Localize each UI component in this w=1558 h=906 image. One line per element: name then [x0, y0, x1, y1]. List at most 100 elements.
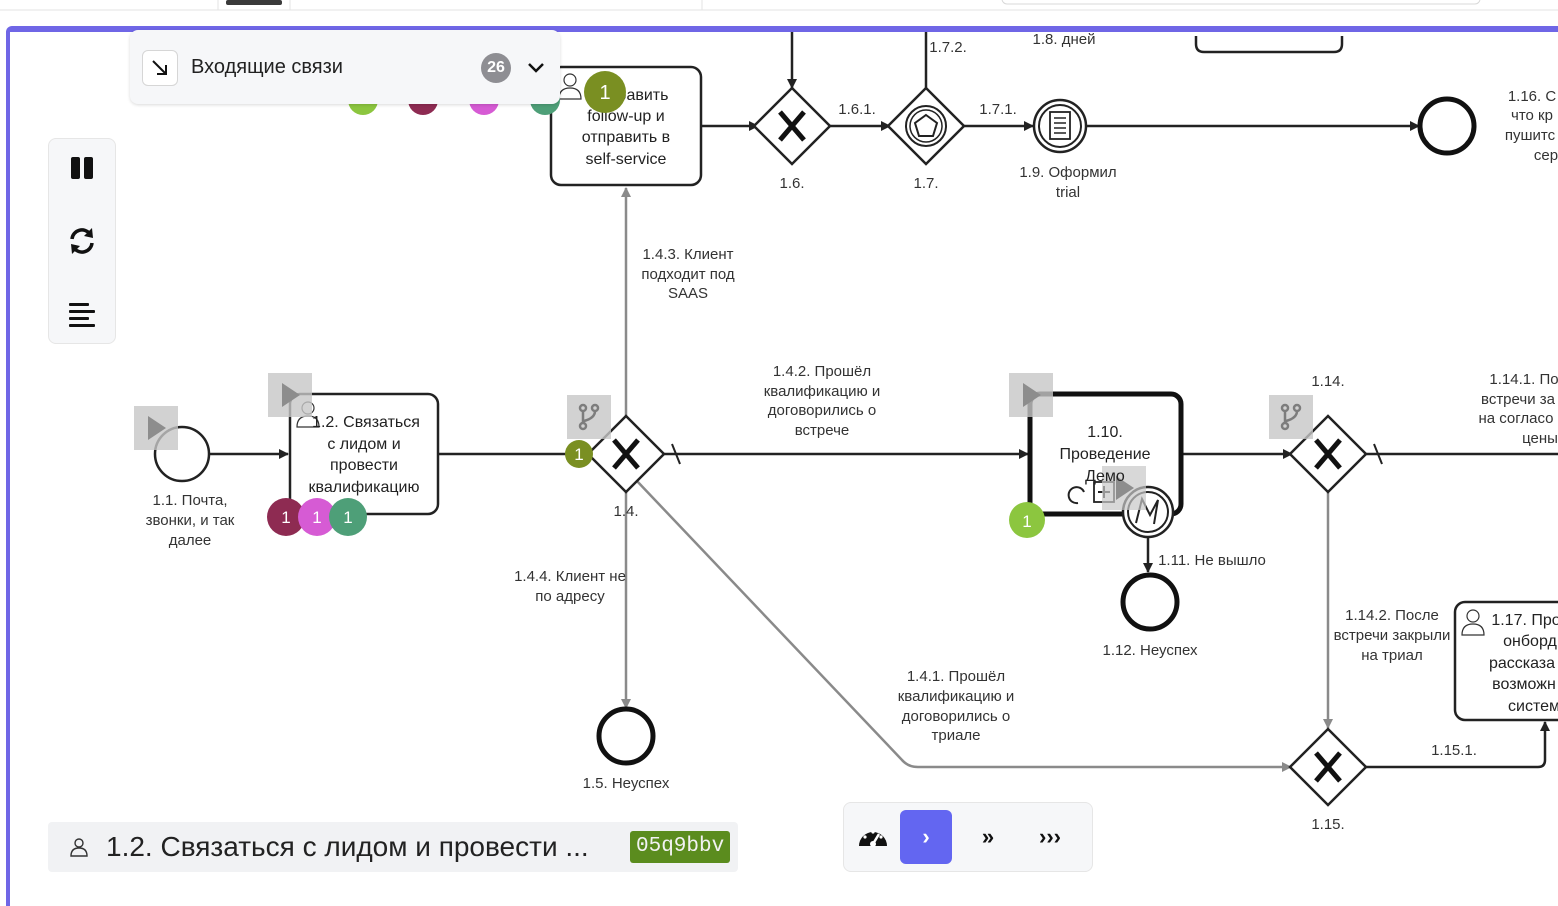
svg-text:1.2. Связаться: 1.2. Связаться: [312, 414, 420, 431]
gateway-1-15-label: 1.15.: [1311, 816, 1344, 833]
svg-text:1.4.2. Прошёл: 1.4.2. Прошёл: [773, 363, 871, 380]
end-event-1-12-label: 1.12. Неуспех: [1102, 642, 1198, 659]
task-onboarding-text: 1.17. Про онборд рассказа возможн систем: [1489, 612, 1558, 715]
gateway-1-4-label: 1.4.: [613, 503, 638, 520]
svg-text:1.17. Про: 1.17. Про: [1491, 612, 1558, 629]
incoming-connections-panel[interactable]: Входящие связи 26: [130, 30, 560, 104]
speed-3x-button[interactable]: ›››: [1039, 824, 1061, 849]
speedometer-icon[interactable]: [847, 810, 899, 864]
play-overlay-button[interactable]: [1009, 373, 1053, 417]
svg-text:1: 1: [574, 445, 583, 464]
token-badge-gateway-1-4: 1: [565, 440, 593, 468]
top-toolbar-strip: [0, 0, 1558, 26]
chevron-down-icon[interactable]: [524, 56, 548, 80]
svg-text:SAAS: SAAS: [668, 285, 708, 302]
selected-element-id-badge[interactable]: 05q9bbv: [630, 831, 731, 863]
svg-text:квалификацию и: квалификацию и: [898, 688, 1015, 705]
svg-text:квалификацию: квалификацию: [309, 479, 420, 496]
end-event-1-12[interactable]: [1120, 572, 1180, 632]
svg-text:пушитс: пушитс: [1505, 127, 1556, 144]
play-overlay-button[interactable]: [134, 406, 178, 450]
top-tab-indicator[interactable]: [226, 0, 282, 5]
svg-text:на согласо: на согласо: [1478, 410, 1553, 427]
svg-text:далее: далее: [169, 532, 212, 549]
svg-text:по адресу: по адресу: [535, 588, 605, 605]
svg-text:с лидом и: с лидом и: [327, 436, 400, 453]
svg-text:отправить в: отправить в: [582, 129, 670, 146]
svg-text:1.1. Почта,: 1.1. Почта,: [152, 492, 227, 509]
default-flow-marker: [671, 443, 681, 465]
flow-171-label: 1.7.1.: [979, 101, 1017, 118]
flow-161-label: 1.6.1.: [838, 101, 876, 118]
play-overlay-button[interactable]: [268, 373, 312, 417]
svg-text:1: 1: [599, 82, 610, 104]
gateway-1-7-label: 1.7.: [913, 175, 938, 192]
svg-text:trial: trial: [1056, 184, 1080, 201]
svg-text:онборд: онборд: [1503, 633, 1557, 650]
svg-text:1.4.4. Клиент не: 1.4.4. Клиент не: [514, 568, 626, 585]
top-search-field[interactable]: [1001, 0, 1481, 5]
user-task-icon: [558, 73, 582, 100]
flow-111-label: 1.11. Не вышло: [1158, 552, 1266, 569]
svg-text:возможн: возможн: [1492, 676, 1556, 693]
task-18-bottom[interactable]: [1194, 36, 1344, 54]
incoming-arrow-icon: [142, 50, 178, 86]
end-event-1-16[interactable]: [1417, 96, 1477, 156]
gateway-1-14-label: 1.14.: [1311, 373, 1344, 390]
svg-text:1.4.3. Клиент: 1.4.3. Клиент: [642, 246, 733, 263]
svg-text:договорились о: договорились о: [902, 708, 1010, 725]
flow-172-label: 1.7.2.: [929, 39, 967, 56]
start-event-label: 1.1. Почта, звонки, и так далее: [146, 492, 235, 549]
svg-text:цены: цены: [1522, 430, 1558, 447]
sync-icon[interactable]: [62, 221, 102, 261]
svg-text:на триал: на триал: [1361, 647, 1422, 664]
svg-text:Проведение: Проведение: [1059, 446, 1150, 463]
token-badge-task12-teal: 1: [329, 498, 367, 536]
svg-text:встречи за: встречи за: [1481, 391, 1556, 408]
speed-1x-button[interactable]: ›: [900, 810, 952, 864]
svg-text:сер: сер: [1534, 147, 1558, 164]
svg-text:1.4.1. Прошёл: 1.4.1. Прошёл: [907, 668, 1005, 685]
token-badge-task12-pink: 1: [298, 498, 336, 536]
selected-element-bar[interactable]: 1.2. Связаться с лидом и провести ... 05…: [48, 822, 738, 872]
svg-text:self-service: self-service: [586, 151, 667, 168]
selected-element-name: 1.2. Связаться с лидом и провести ...: [106, 831, 589, 862]
branch-overlay-button[interactable]: [567, 395, 611, 439]
svg-text:триале: триале: [931, 727, 980, 744]
svg-text:1: 1: [343, 508, 352, 527]
gateway-1-6[interactable]: [752, 86, 832, 166]
pause-icon[interactable]: [62, 148, 102, 188]
end-event-1-5[interactable]: [596, 706, 656, 766]
end-event-1-5-label: 1.5. Неуспех: [583, 775, 670, 792]
flow-144-label: 1.4.4. Клиент не по адресу: [514, 568, 626, 605]
svg-text:1: 1: [281, 508, 290, 527]
list-align-icon[interactable]: [62, 294, 102, 334]
task-contact-lead-text: 1.2. Связаться с лидом и провести квалиф…: [309, 414, 420, 496]
speed-2x-button[interactable]: »: [981, 824, 995, 849]
svg-text:звонки, и так: звонки, и так: [146, 512, 235, 529]
svg-text:систем: систем: [1508, 698, 1558, 715]
flow-142-label: 1.4.2. Прошёл квалификацию и договорилис…: [764, 363, 881, 439]
svg-text:1: 1: [1022, 512, 1031, 531]
flow-1142-label: 1.14.2. После встречи закрыли на триал: [1334, 607, 1451, 664]
flow-141[interactable]: [635, 479, 1292, 772]
intermediate-event-1-9[interactable]: [1032, 98, 1088, 154]
svg-text:провести: провести: [330, 457, 398, 474]
play-overlay-button[interactable]: [1102, 466, 1146, 510]
speed-control-bar: › » ›››: [843, 802, 1093, 872]
svg-text:встрече: встрече: [795, 422, 850, 439]
gateway-1-15[interactable]: [1288, 727, 1368, 807]
svg-text:1.16. С: 1.16. С: [1508, 88, 1557, 105]
flow-1141-label: 1.14.1. По встречи за на согласо цены: [1478, 371, 1558, 447]
task-onboarding[interactable]: [1453, 600, 1558, 722]
gateway-1-7[interactable]: [886, 86, 966, 166]
svg-text:1.14.2. После: 1.14.2. После: [1345, 607, 1439, 624]
flow-1151[interactable]: [1364, 721, 1550, 769]
event-1-9-label: 1.9. Оформил trial: [1019, 164, 1116, 201]
user-task-icon: [68, 836, 90, 858]
flow-1151-label: 1.15.1.: [1431, 742, 1477, 759]
end-event-1-16-label: 1.16. С что кр пушитс сер: [1505, 88, 1558, 164]
branch-overlay-button[interactable]: [1269, 395, 1313, 439]
subprocess-demo-text: 1.10. Проведение Демо: [1059, 424, 1150, 485]
